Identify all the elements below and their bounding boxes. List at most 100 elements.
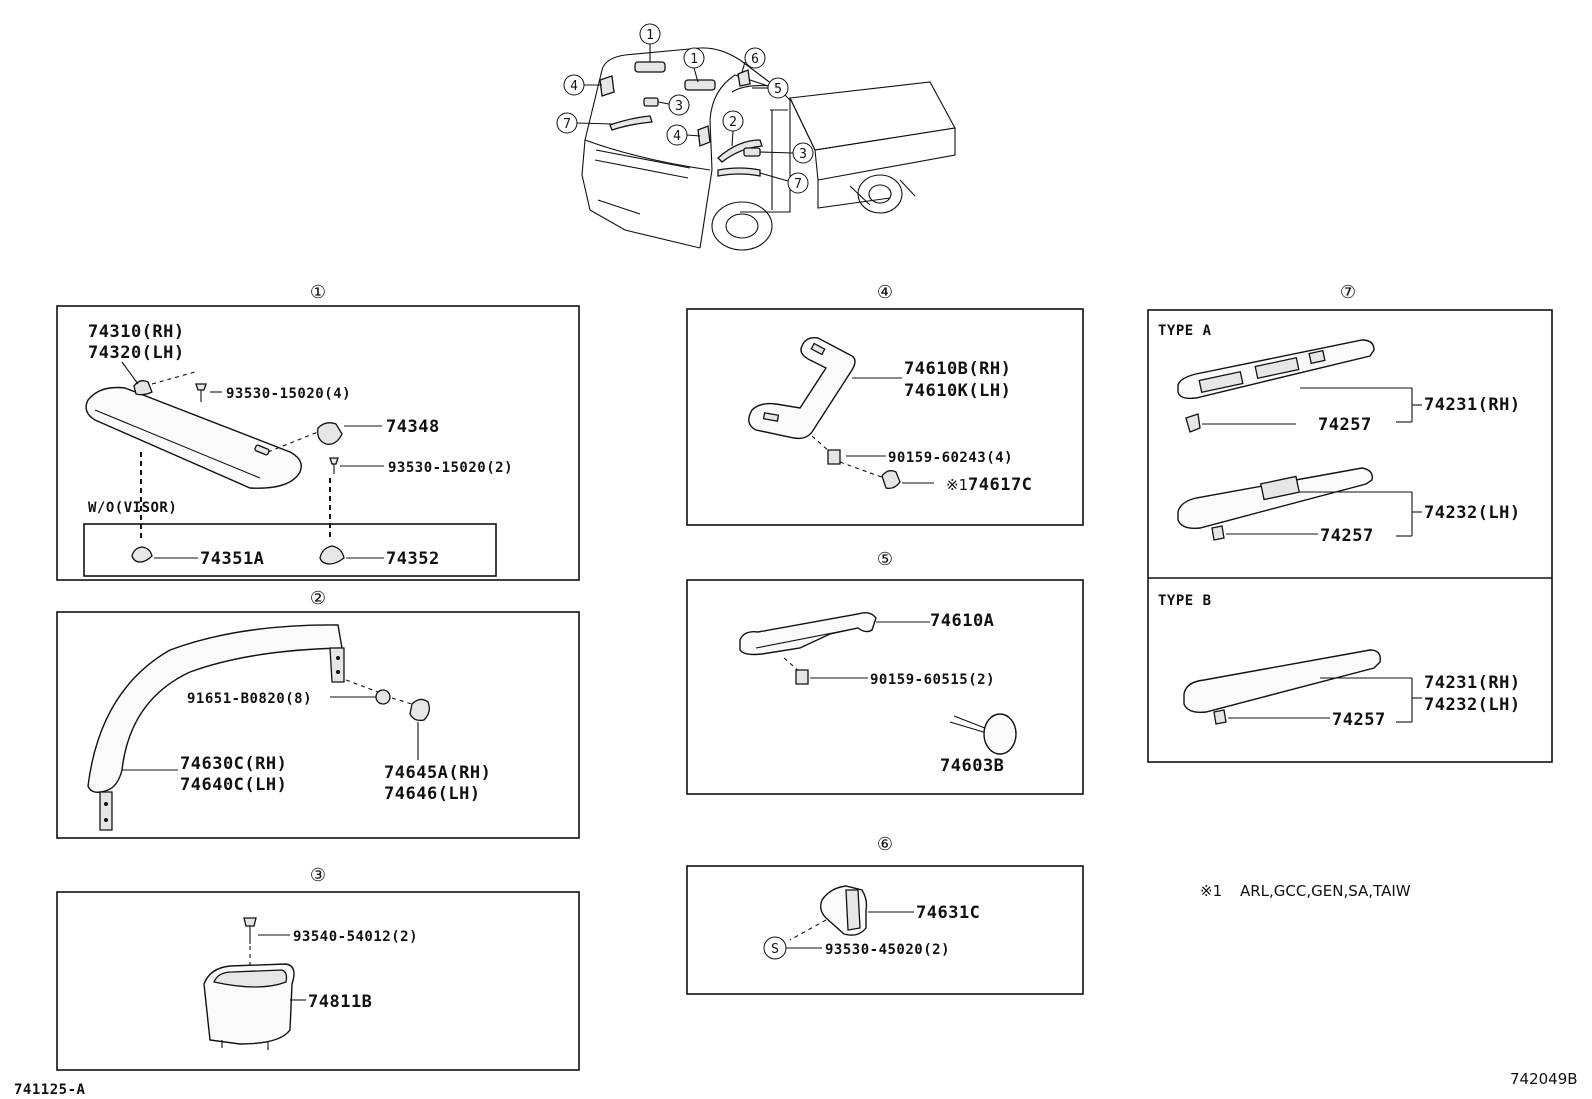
label-74603b: 74603B <box>940 756 1004 776</box>
grip-74630c-illustration <box>87 624 379 831</box>
screw-93530-a-icon <box>195 383 207 402</box>
screw-90159-60243-icon <box>827 449 885 479</box>
truck-callout-4b: 4 <box>666 124 701 146</box>
truck-callouts: 1 1 6 4 5 3 7 4 2 3 <box>556 23 814 194</box>
bracket-74631c-illustration <box>789 885 868 941</box>
diagram-id-right: 742049B <box>1510 1070 1578 1088</box>
sun-visor-illustration <box>85 371 331 540</box>
svg-text:7: 7 <box>794 177 802 192</box>
wo-visor-box <box>83 523 497 577</box>
switch-panel-74232-lh <box>1177 467 1373 541</box>
svg-text:1: 1 <box>646 28 654 43</box>
type-b-label: TYPE B <box>1158 593 1212 609</box>
footnote-mark: ※1 <box>1200 882 1222 900</box>
label-74257-a1: 74257 <box>1318 415 1372 435</box>
label-74811b: 74811B <box>308 992 372 1012</box>
truck-callout-5: 5 <box>752 77 789 99</box>
label-74231-rh-b: 74231(RH) <box>1424 673 1521 693</box>
truck-callout-3a: 3 <box>657 94 690 116</box>
section-6-title: ⑥ <box>877 834 893 855</box>
label-74257-b: 74257 <box>1332 710 1386 730</box>
label-90159-60515: 90159-60515(2) <box>870 672 995 688</box>
grip-74610b-illustration <box>748 336 856 453</box>
clip-74603b-icon <box>949 713 1017 755</box>
truck-callout-1a: 1 <box>639 23 661 62</box>
label-74645a: 74645A(RH) <box>384 763 491 783</box>
truck-callout-6: 6 <box>741 47 766 73</box>
label-74320: 74320(LH) <box>88 343 185 363</box>
label-90159-60243: 90159-60243(4) <box>888 450 1013 466</box>
label-74310: 74310(RH) <box>88 322 185 342</box>
label-74610k: 74610K(LH) <box>904 381 1011 401</box>
section-7-box <box>1147 309 1553 763</box>
label-74640c: 74640C(LH) <box>180 775 287 795</box>
label-74610a: 74610A <box>930 611 994 631</box>
s-symbol-icon: S <box>763 936 787 960</box>
label-74232-lh-b: 74232(LH) <box>1424 695 1521 715</box>
switch-panel-74231-rh <box>1177 339 1375 433</box>
screw-91651-icon <box>375 689 413 705</box>
footnote-text: ARL,GCC,GEN,SA,TAIW <box>1240 882 1411 900</box>
section-1-title: ① <box>310 282 326 303</box>
label-93530-15020-2: 93530-15020(2) <box>388 460 513 476</box>
label-74348: 74348 <box>386 417 440 437</box>
cap-74645a-icon <box>409 698 430 722</box>
visor-holder-74348-icon <box>317 422 343 445</box>
label-93540-54012: 93540-54012(2) <box>293 929 418 945</box>
svg-text:7: 7 <box>563 117 571 132</box>
truck-callout-7a: 7 <box>556 112 613 134</box>
holder-74351a-icon <box>131 546 153 563</box>
svg-text:S: S <box>771 942 779 957</box>
grip-74610a-illustration <box>739 611 877 673</box>
section-5-title: ⑤ <box>877 549 893 570</box>
label-93530-45020: 93530-45020(2) <box>825 942 950 958</box>
label-74257-a2: 74257 <box>1320 526 1374 546</box>
truck-callout-2: 2 <box>722 110 744 147</box>
section-4-box <box>686 308 1084 526</box>
truck-callout-3b: 3 <box>759 142 814 164</box>
label-74646: 74646(LH) <box>384 784 481 804</box>
label-74631c: 74631C <box>916 903 980 923</box>
truck-callout-7b: 7 <box>759 172 809 194</box>
screw-90159-60515-icon <box>795 669 809 685</box>
screw-93540-icon <box>243 917 257 966</box>
section-1-box <box>56 305 580 581</box>
label-74232-lh-a: 74232(LH) <box>1424 503 1521 523</box>
note-mark-1: ※1 <box>946 476 968 494</box>
label-74610b: 74610B(RH) <box>904 359 1011 379</box>
section-4-title: ④ <box>877 282 893 303</box>
section-2-title: ② <box>310 588 326 609</box>
section-5-box <box>686 579 1084 795</box>
label-91651-b0820: 91651-B0820(8) <box>187 691 312 707</box>
svg-text:2: 2 <box>729 115 737 130</box>
label-93530-15020-4: 93530-15020(4) <box>226 386 351 402</box>
label-74351a: 74351A <box>200 549 264 569</box>
svg-text:1: 1 <box>690 52 698 67</box>
pocket-74811b-illustration <box>203 963 295 1050</box>
svg-text:4: 4 <box>570 79 578 94</box>
section-7-title: ⑦ <box>1340 282 1356 303</box>
svg-text:5: 5 <box>774 82 782 97</box>
label-74617c: 74617C <box>968 475 1032 495</box>
section-3-box <box>56 891 580 1071</box>
switch-panel-type-b <box>1183 649 1381 725</box>
section-6-box <box>686 865 1084 995</box>
section-2-box <box>56 611 580 839</box>
holder-74352-icon <box>319 545 345 565</box>
diagram-id-left: 741125-A <box>14 1082 86 1098</box>
section-3-title: ③ <box>310 865 326 886</box>
label-74352: 74352 <box>386 549 440 569</box>
truck-callout-1b: 1 <box>683 47 705 83</box>
label-74231-rh-a: 74231(RH) <box>1424 395 1521 415</box>
truck-illustration <box>581 47 956 251</box>
svg-text:4: 4 <box>673 129 681 144</box>
type-a-label: TYPE A <box>1158 323 1212 339</box>
svg-text:3: 3 <box>799 147 807 162</box>
svg-text:6: 6 <box>751 52 759 67</box>
truck-callout-4a: 4 <box>563 74 602 96</box>
svg-text:3: 3 <box>675 99 683 114</box>
screw-93530-b-icon <box>329 457 339 474</box>
cap-74617c-icon <box>881 470 901 490</box>
label-74630c: 74630C(RH) <box>180 754 287 774</box>
